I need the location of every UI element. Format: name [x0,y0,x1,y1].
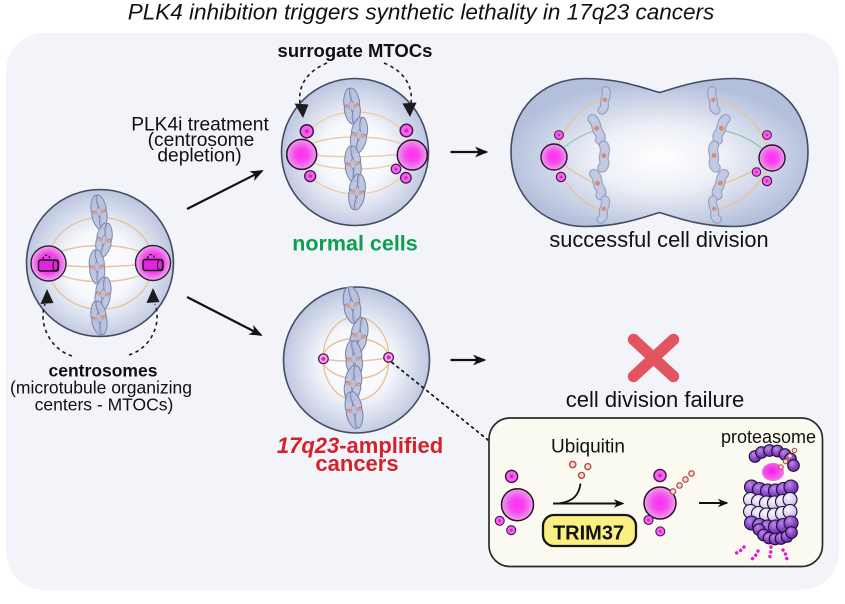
svg-text:PLK4i treatment: PLK4i treatment [131,115,269,136]
svg-text:normal cells: normal cells [292,232,418,256]
svg-text:centers - MTOCs): centers - MTOCs) [35,395,174,415]
svg-text:successful cell division: successful cell division [549,227,768,252]
svg-text:proteasome: proteasome [721,427,816,447]
svg-text:cancers: cancers [315,451,398,476]
svg-text:(centrosome: (centrosome [148,130,255,151]
svg-text:PLK4 inhibition triggers synth: PLK4 inhibition triggers synthetic letha… [128,0,715,25]
svg-text:depletion): depletion) [157,146,241,167]
svg-text:Ubiquitin: Ubiquitin [551,437,625,458]
svg-text:surrogate MTOCs: surrogate MTOCs [278,40,433,61]
svg-text:cell division failure: cell division failure [566,387,745,412]
svg-text:TRIM37: TRIM37 [553,523,624,545]
svg-text:(microtubule organizing: (microtubule organizing [10,378,192,398]
svg-text:centrosomes: centrosomes [49,361,158,381]
svg-text:17q23-amplified: 17q23-amplified [277,433,443,458]
